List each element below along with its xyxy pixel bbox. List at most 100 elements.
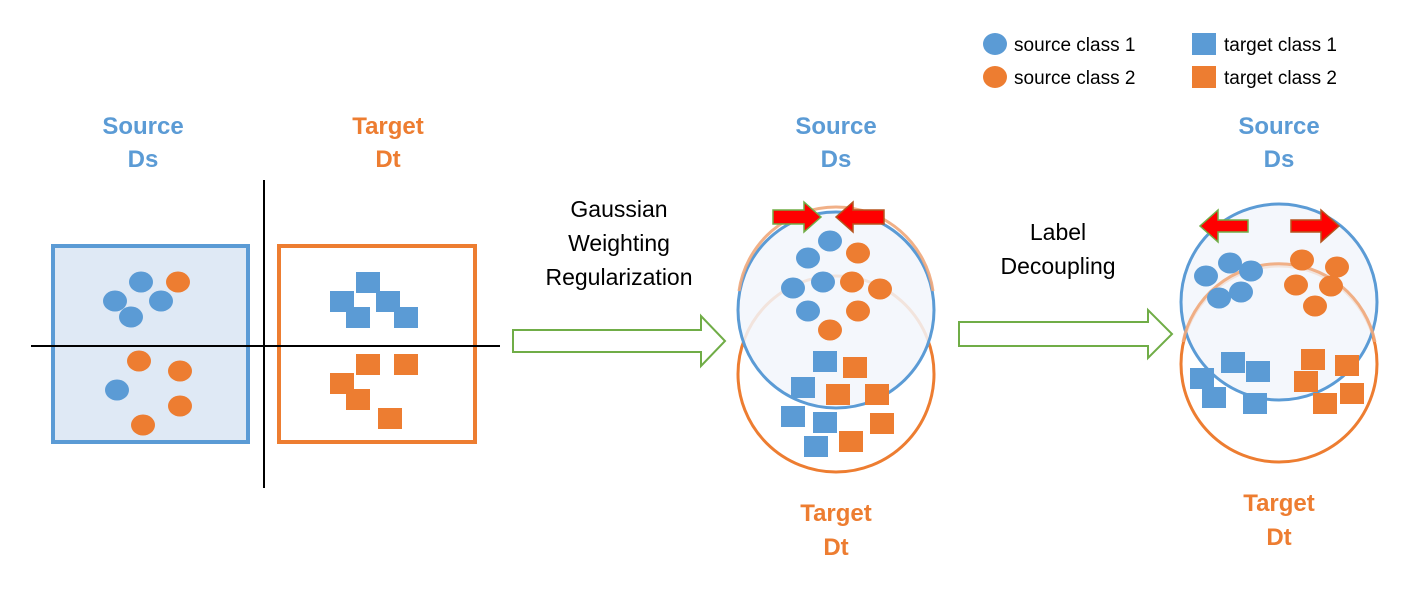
step2-arrow-icon — [958, 307, 1174, 361]
source-point-class-2 — [1290, 249, 1314, 271]
panel3-push-left-arrow-icon — [1198, 208, 1249, 244]
source-domain-box — [51, 244, 250, 444]
source-point-class-1 — [1239, 260, 1263, 282]
source-point-class-1 — [1207, 287, 1231, 309]
panel-gaussian-aligned: Source Ds — [736, 113, 936, 561]
target-point-class-1 — [1202, 387, 1226, 408]
source-point-class-1 — [796, 247, 820, 269]
panel3-source-title: Source — [1238, 113, 1319, 140]
target-point-class-2 — [394, 354, 418, 375]
panel1-source-subtitle: Ds — [128, 146, 159, 173]
panel2-target-subtitle: Dt — [823, 534, 848, 561]
step2-caption-line2: Decoupling — [1000, 253, 1115, 279]
step1-caption-line3: Regularization — [545, 264, 692, 290]
step1-caption-line1: Gaussian — [570, 196, 667, 222]
target-point-class-2 — [1301, 349, 1325, 370]
target-point-class-1 — [804, 436, 828, 457]
target-point-class-1 — [791, 377, 815, 398]
legend-target-class-1-label: target class 1 — [1224, 35, 1337, 56]
target-point-class-2 — [1294, 371, 1318, 392]
panel3-source-points — [1194, 249, 1349, 317]
source-point-class-1 — [1194, 265, 1218, 287]
source-point-class-2 — [818, 319, 842, 341]
target-point-class-2 — [346, 389, 370, 410]
target-point-class-2 — [839, 431, 863, 452]
source-point-class-1 — [119, 306, 143, 328]
panel3-target-circle-inner-arc — [1181, 262, 1377, 343]
target-point-class-1 — [330, 291, 354, 312]
source-point-class-2 — [1319, 275, 1343, 297]
source-point-class-1 — [1229, 281, 1253, 303]
source-point-class-1 — [818, 230, 842, 252]
panel3-target-subtitle: Dt — [1266, 524, 1291, 551]
target-point-class-1 — [781, 406, 805, 427]
source-point-class-2 — [840, 271, 864, 293]
legend-target-class-2-label: target class 2 — [1224, 68, 1337, 89]
target-point-class-2 — [843, 357, 867, 378]
legend-target-class-2-marker — [1192, 66, 1216, 88]
panel2-target-title: Target — [800, 500, 872, 527]
panel2-source-title: Source — [795, 113, 876, 140]
target-point-class-1 — [1221, 352, 1245, 373]
target-point-class-1 — [346, 307, 370, 328]
panel1-target-title: Target — [352, 113, 424, 140]
panel1-target-points — [330, 272, 418, 429]
target-point-class-2 — [356, 354, 380, 375]
panel3-target-points — [1190, 349, 1364, 414]
source-point-class-1 — [129, 271, 153, 293]
panel-original-domains: Source Ds Target Dt — [31, 113, 500, 488]
legend-source-class-2-label: source class 2 — [1014, 68, 1135, 89]
target-point-class-2 — [1335, 355, 1359, 376]
step1-arrow-icon — [512, 313, 727, 369]
step-gaussian-weighting: Gaussian Weighting Regularization — [512, 196, 727, 369]
legend-source-class-1-marker — [983, 33, 1007, 55]
panel1-source-title: Source — [102, 113, 183, 140]
target-point-class-2 — [865, 384, 889, 405]
panel2-push-right-arrow-icon — [772, 200, 823, 234]
panel2-source-domain-circle — [736, 210, 936, 410]
source-point-class-1 — [105, 379, 129, 401]
target-point-class-2 — [1313, 393, 1337, 414]
panel2-push-left-arrow-icon — [834, 200, 885, 234]
source-point-class-2 — [846, 300, 870, 322]
source-point-class-1 — [149, 290, 173, 312]
panel2-source-subtitle: Ds — [821, 146, 852, 173]
target-point-class-1 — [813, 412, 837, 433]
panel-label-decoupled: Source Ds — [1179, 113, 1379, 551]
source-point-class-2 — [868, 278, 892, 300]
target-point-class-2 — [378, 408, 402, 429]
target-point-class-2 — [826, 384, 850, 405]
legend: source class 1 source class 2 target cla… — [983, 33, 1337, 89]
source-point-class-1 — [1218, 252, 1242, 274]
target-point-class-1 — [1246, 361, 1270, 382]
source-point-class-2 — [846, 242, 870, 264]
source-point-class-2 — [166, 271, 190, 293]
source-point-class-2 — [168, 360, 192, 382]
legend-target-class-1-marker — [1192, 33, 1216, 55]
target-point-class-1 — [356, 272, 380, 293]
source-point-class-2 — [168, 395, 192, 417]
step1-caption-line2: Weighting — [568, 230, 670, 256]
target-point-class-1 — [813, 351, 837, 372]
panel3-target-title: Target — [1243, 490, 1315, 517]
target-point-class-1 — [1190, 368, 1214, 389]
source-point-class-1 — [811, 271, 835, 293]
panel1-target-subtitle: Dt — [375, 146, 400, 173]
source-point-class-1 — [103, 290, 127, 312]
target-point-class-2 — [1340, 383, 1364, 404]
legend-source-class-2-marker — [983, 66, 1007, 88]
source-point-class-2 — [127, 350, 151, 372]
panel1-source-points — [103, 271, 192, 436]
panel3-source-subtitle: Ds — [1264, 146, 1295, 173]
panel3-push-right-arrow-icon — [1290, 208, 1341, 244]
target-point-class-1 — [394, 307, 418, 328]
panel2-source-points — [781, 230, 892, 341]
source-point-class-2 — [1284, 274, 1308, 296]
source-point-class-1 — [781, 277, 805, 299]
step-label-decoupling: Label Decoupling — [958, 219, 1174, 361]
target-point-class-2 — [330, 373, 354, 394]
panel2-target-circle-inner-arc — [737, 205, 935, 292]
legend-source-class-1-label: source class 1 — [1014, 35, 1135, 56]
target-point-class-1 — [376, 291, 400, 312]
